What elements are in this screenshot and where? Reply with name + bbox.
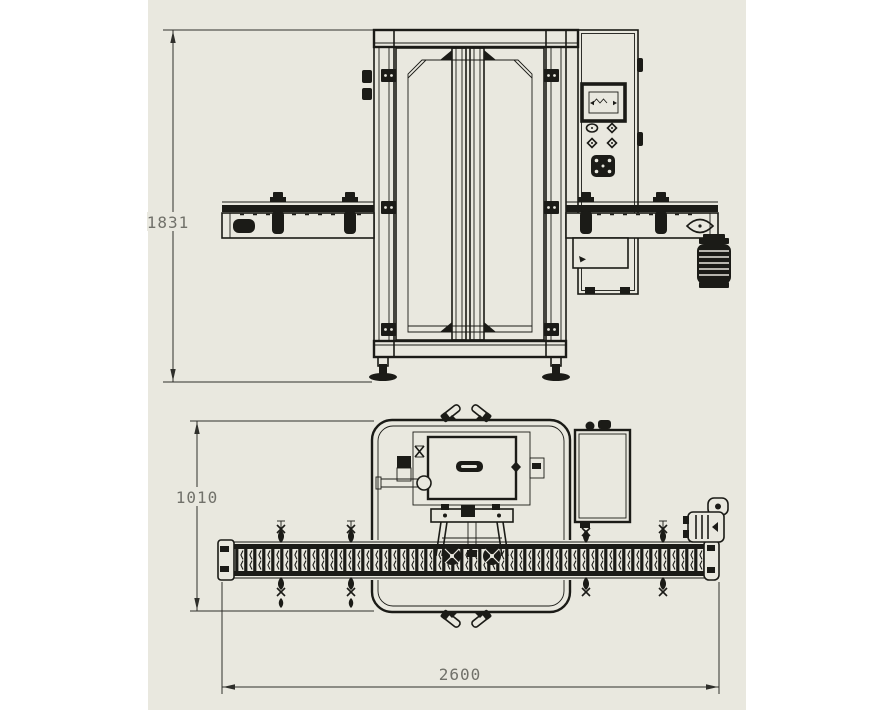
panel-button-icon [586, 137, 598, 149]
front-view: 1831 [147, 28, 731, 383]
front-conveyor-left [221, 192, 375, 239]
rail-post-icon [276, 577, 286, 608]
dimension-1831-label: 1831 [147, 213, 190, 232]
rail-post-icon [346, 577, 356, 608]
front-conveyor-right [565, 192, 731, 288]
hmi-screen [580, 82, 627, 123]
bottom-dimension-2600: 2600 [221, 582, 720, 694]
front-dimension-1831: 1831 [147, 29, 380, 383]
clip-mark [579, 256, 586, 263]
side-rod [375, 475, 432, 491]
electrical-box [573, 420, 632, 528]
guide-rail-bracket [578, 192, 594, 234]
guide-rail-bracket [653, 192, 669, 234]
adjust-screw-icon [414, 445, 425, 458]
dimension-1010-label: 1010 [176, 488, 219, 507]
clamp-lever-icon [471, 609, 492, 628]
clamp-star-wheel-icon [443, 547, 461, 565]
leveling-foot-left [369, 356, 397, 381]
rail-post-icon [276, 520, 286, 543]
rail-post-icon [346, 520, 356, 543]
conveyor-drive-motor-top [683, 497, 729, 543]
panel-buttons [585, 122, 618, 149]
panel-button-icon [606, 122, 618, 134]
rail-post-icon [658, 520, 668, 543]
conveyor-drive-motor-front [697, 234, 731, 288]
base-plate [370, 404, 572, 628]
conveyor-end-cap-right [703, 539, 720, 581]
dimension-2600-label: 2600 [439, 665, 482, 684]
rail-post-icon [581, 527, 591, 543]
conveyor-end-cap-left [217, 539, 235, 581]
drive-pulley-icon [685, 218, 715, 234]
panel-button-icon [585, 123, 599, 133]
conveyor-mount-plate [572, 237, 629, 269]
conveyor-end-block [233, 219, 255, 233]
rail-adjuster-posts [276, 520, 668, 608]
rail-post-icon [658, 577, 668, 597]
capping-assembly [430, 504, 514, 565]
rail-post-icon [581, 577, 591, 597]
top-dimension-1010: 1010 [174, 420, 374, 612]
control-panel [577, 29, 643, 295]
clamp-lever-icon [440, 404, 461, 423]
gantry-frame [362, 28, 580, 381]
leveling-foot-right [542, 356, 570, 381]
head-unit [375, 431, 545, 506]
guide-rail-bracket [270, 192, 286, 234]
guide-rail-bracket [342, 192, 358, 234]
clamp-star-wheel-icon [483, 547, 501, 565]
panel-button-icon [606, 137, 618, 149]
screen-waveform-icon [590, 98, 617, 106]
top-view: 1010 2600 [174, 404, 729, 694]
top-conveyor [217, 539, 720, 581]
paper-sheet [148, 0, 746, 710]
hinge-blocks [381, 69, 559, 336]
emergency-stop-button-icon [591, 155, 615, 177]
